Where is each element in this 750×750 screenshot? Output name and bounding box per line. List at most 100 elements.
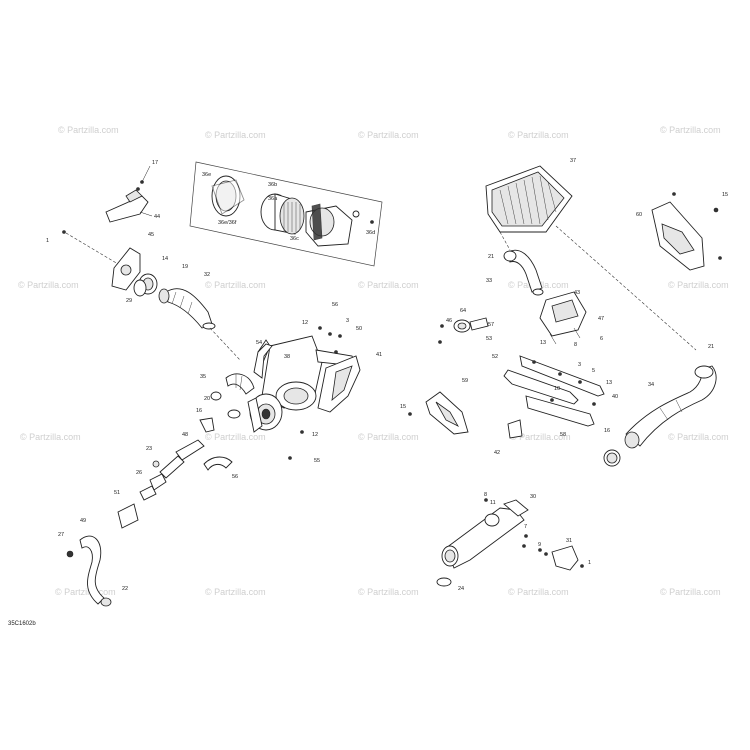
callout-label: 60 <box>636 212 642 218</box>
callout-label: 14 <box>162 256 168 262</box>
watermark: © Partzilla.com <box>358 280 419 290</box>
callout-label: 19 <box>182 264 188 270</box>
watermark: © Partzilla.com <box>20 432 81 442</box>
bracket-42 <box>507 419 523 439</box>
intercooler-37 <box>485 165 573 233</box>
callout-label: 51 <box>114 490 120 496</box>
callout-label: 8 <box>574 342 577 348</box>
watermark: © Partzilla.com <box>660 125 721 135</box>
pipe-54 <box>253 343 273 379</box>
watermark: © Partzilla.com <box>508 130 569 140</box>
callouts: 17 44 1 45 14 19 32 29 36e 36b 36a 36c 3… <box>46 158 728 592</box>
callout-label: 12 <box>312 432 318 438</box>
watermark: © Partzilla.com <box>205 587 266 597</box>
callout-label: 36b <box>268 182 277 188</box>
callout-label: 3 <box>346 318 349 324</box>
rail-52 <box>503 355 605 427</box>
callout-label: 35 <box>200 374 206 380</box>
watermark-layer: © Partzilla.com © Partzilla.com © Partzi… <box>18 125 729 597</box>
callout-label: 21 <box>708 344 714 350</box>
callout-label: 36c <box>290 236 299 242</box>
callout-label: 20 <box>204 396 210 402</box>
callout-label: 13 <box>540 340 546 346</box>
callout-label: 12 <box>302 320 308 326</box>
callout-label: 34 <box>648 382 654 388</box>
duct-32 <box>158 288 216 330</box>
callout-label: 10 <box>554 386 560 392</box>
diagram-code: 35C1602b <box>8 621 36 627</box>
coupler-14-29 <box>133 273 158 297</box>
bracket-44 <box>105 165 153 223</box>
assembly-line <box>209 327 241 361</box>
watermark: © Partzilla.com <box>55 587 116 597</box>
plate-59 <box>408 391 469 435</box>
watermark: © Partzilla.com <box>205 280 266 290</box>
callout-label: 52 <box>492 354 498 360</box>
callout-label: 43 <box>574 290 580 296</box>
callout-label: 46 <box>446 318 452 324</box>
callout-label: 5 <box>592 368 595 374</box>
callout-label: 44 <box>154 214 160 220</box>
watermark: © Partzilla.com <box>58 125 119 135</box>
bracket-43-47 <box>539 291 587 345</box>
assembly-line <box>499 231 511 251</box>
watermark: © Partzilla.com <box>510 432 571 442</box>
callout-label: 7 <box>524 524 527 530</box>
tube-30 <box>436 498 542 587</box>
callout-label: 54 <box>256 340 262 346</box>
callout-label: 49 <box>80 518 86 524</box>
coolant-hoses <box>66 391 241 607</box>
callout-label: 57 <box>488 322 494 328</box>
callout-label: 36e/36f <box>218 220 237 226</box>
watermark: © Partzilla.com <box>358 130 419 140</box>
callout-label: 59 <box>462 378 468 384</box>
callout-label: 9 <box>538 542 541 548</box>
callout-label: 29 <box>126 298 132 304</box>
callout-label: 30 <box>530 494 536 500</box>
watermark: © Partzilla.com <box>205 432 266 442</box>
clip-46-57 <box>438 317 489 344</box>
callout-label: 17 <box>152 160 158 166</box>
watermark: © Partzilla.com <box>660 587 721 597</box>
callout-label: 33 <box>486 278 492 284</box>
callout-label: 37 <box>570 158 576 164</box>
duct-34 <box>624 365 717 449</box>
watermark: © Partzilla.com <box>18 280 79 290</box>
callout-label: 47 <box>598 316 604 322</box>
callout-label: 23 <box>146 446 152 452</box>
callout-label: 15 <box>400 404 406 410</box>
callout-label: 21 <box>488 254 494 260</box>
callout-label: 16 <box>604 428 610 434</box>
callout-label: 26 <box>136 470 142 476</box>
callout-label: 32 <box>204 272 210 278</box>
callout-label: 31 <box>566 538 572 544</box>
callout-label: 6 <box>600 336 603 342</box>
callout-label: 38 <box>284 354 290 360</box>
callout-label: 58 <box>560 432 566 438</box>
callout-label: 45 <box>148 232 154 238</box>
watermark: © Partzilla.com <box>205 130 266 140</box>
duct-33 <box>503 249 544 296</box>
hose-35 <box>225 373 255 395</box>
callout-label: 55 <box>314 458 320 464</box>
callout-label: 8 <box>484 492 487 498</box>
watermark: © Partzilla.com <box>668 280 729 290</box>
intercooler-fins <box>499 175 557 225</box>
callout-label: 36e <box>202 172 211 178</box>
bracket-60 <box>651 192 722 271</box>
callout-label: 53 <box>486 336 492 342</box>
callout-label: 22 <box>122 586 128 592</box>
filter-pleats <box>283 202 301 232</box>
clamp-16 <box>603 449 621 467</box>
callout-label: 40 <box>612 394 618 400</box>
callout-label: 1 <box>46 238 49 244</box>
callout-label: 13 <box>606 380 612 386</box>
callout-label: 56 <box>332 302 338 308</box>
callout-label: 56 <box>232 474 238 480</box>
callout-label: 36a <box>268 196 278 202</box>
callout-label: 16 <box>196 408 202 414</box>
callout-label: 42 <box>494 450 500 456</box>
callout-label: 36d <box>366 230 375 236</box>
callout-label: 50 <box>356 326 362 332</box>
